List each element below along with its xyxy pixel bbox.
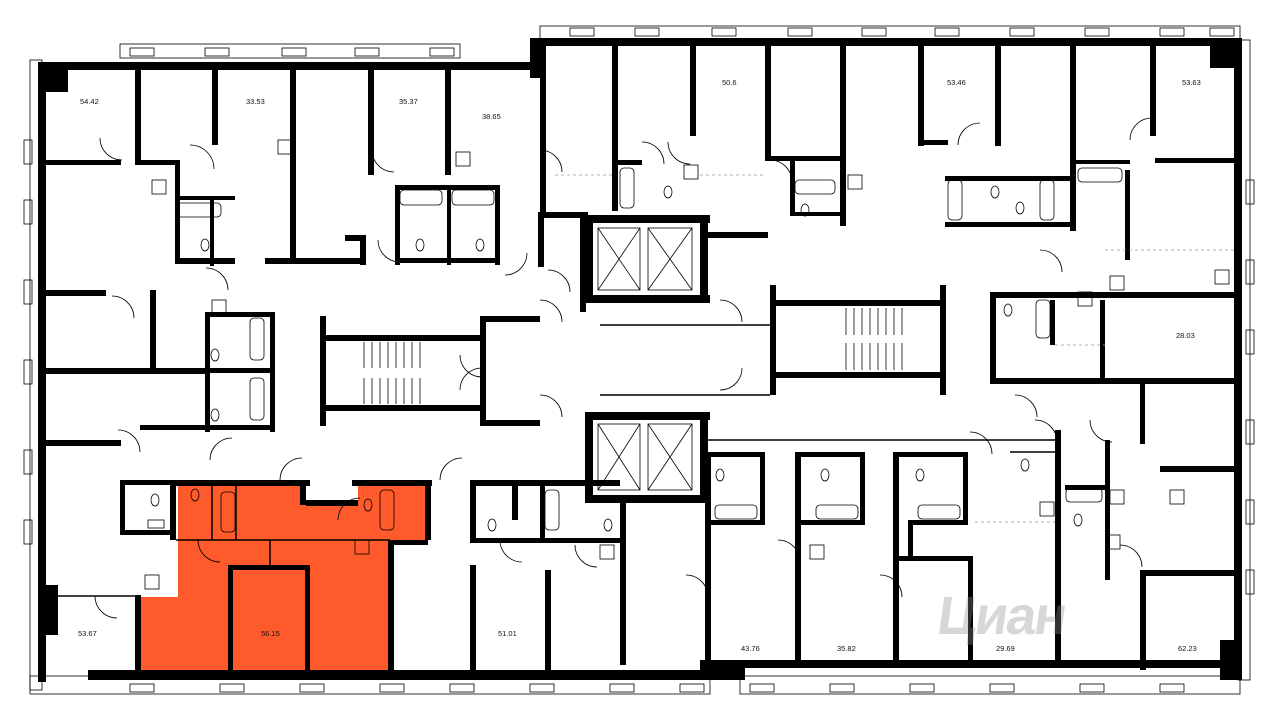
area-labels: 54.42 33.53 35.37 38.65 50.6 53.46 53.63… (78, 78, 1201, 653)
door-swings (94, 117, 1153, 619)
window-markers (23, 27, 1255, 693)
area-label-53-67: 53.67 (78, 629, 97, 638)
interior-walls (46, 46, 1235, 675)
dashed-zone-lines (555, 174, 1235, 523)
area-label-43-76: 43.76 (741, 644, 760, 653)
area-label-29-69: 29.69 (996, 644, 1015, 653)
watermark: Циан (933, 586, 1070, 646)
area-label-35-82: 35.82 (837, 644, 856, 653)
area-label-56-15: 56.15 (261, 629, 280, 638)
partition-lines (46, 324, 1055, 597)
area-label-53-63: 53.63 (1182, 78, 1201, 87)
toilets (147, 185, 1121, 550)
stairs (363, 308, 903, 404)
area-label-50-6: 50.6 (722, 78, 737, 87)
area-label-33-53: 33.53 (246, 97, 265, 106)
area-label-53-46: 53.46 (947, 78, 966, 87)
area-label-38-65: 38.65 (482, 112, 501, 121)
highlighted-apartment-fill[interactable] (140, 486, 428, 675)
area-label-54-42: 54.42 (80, 97, 99, 106)
bathtubs (176, 167, 1123, 533)
area-label-28-03: 28.03 (1176, 331, 1195, 340)
area-label-51-01: 51.01 (498, 629, 517, 638)
area-label-62-23: 62.23 (1178, 644, 1197, 653)
elevator-shafts (597, 227, 693, 491)
exterior-walls (38, 38, 1242, 682)
kitchen-hobs (144, 139, 1230, 590)
area-label-35-37: 35.37 (399, 97, 418, 106)
